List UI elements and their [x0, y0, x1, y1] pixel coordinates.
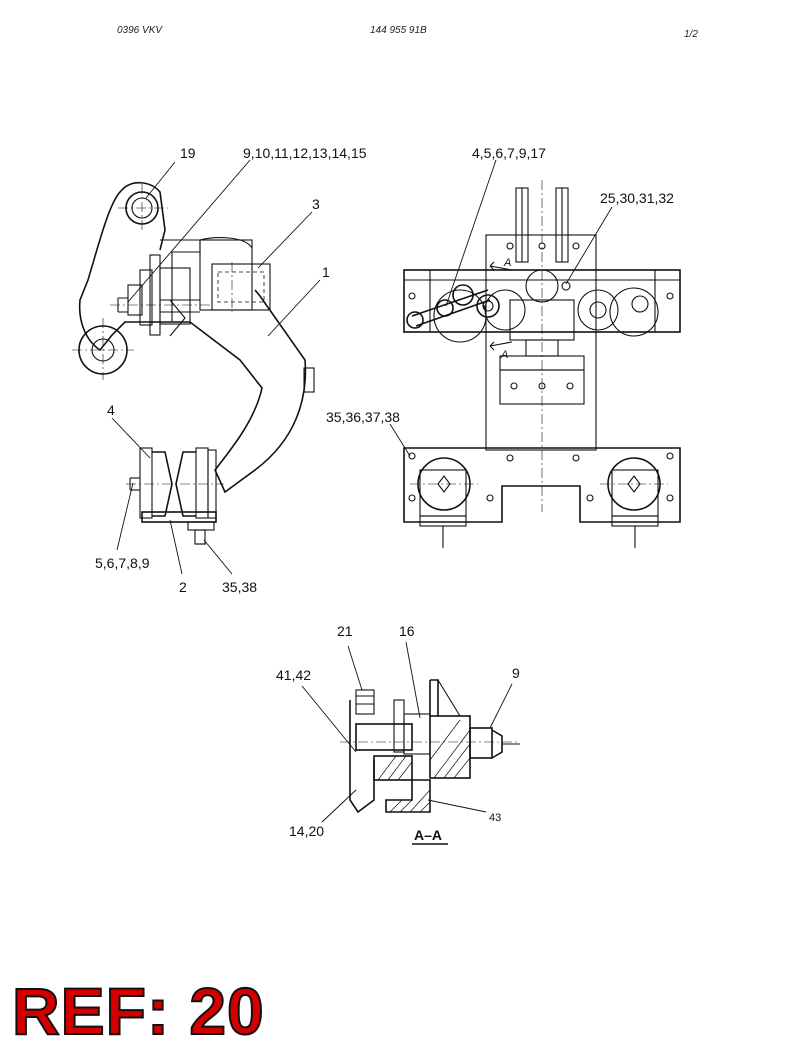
side-view [72, 159, 321, 575]
ref-label: REF: 20 [11, 974, 265, 1048]
callout-43: 43 [489, 812, 501, 824]
callout-21: 21 [337, 623, 353, 639]
front-view [389, 159, 681, 548]
callout-3: 3 [312, 196, 320, 212]
header-part-number: 144 955 91B [370, 25, 427, 36]
callout-14-20: 14,20 [289, 823, 324, 839]
section-marker-a1: A [503, 257, 511, 269]
callout-9-15: 9,10,11,12,13,14,15 [243, 145, 367, 161]
callout-5-9: 5,6,7,8,9 [95, 555, 150, 571]
section-label: A–A [414, 827, 442, 843]
callout-25-32: 25,30,31,32 [600, 190, 674, 206]
callout-19: 19 [180, 145, 196, 161]
callout-labels: 19 9,10,11,12,13,14,15 3 1 4 5,6,7,8,9 2… [95, 145, 674, 843]
header-page-number: 1/2 [684, 29, 698, 40]
callout-41-42: 41,42 [276, 667, 311, 683]
header-doc-code: 0396 VKV [117, 25, 163, 36]
section-a-a [301, 641, 520, 845]
section-marker-a2: A [500, 349, 508, 361]
callout-35-38: 35,38 [222, 579, 257, 595]
callout-4: 4 [107, 402, 115, 418]
callout-4-17: 4,5,6,7,9,17 [472, 145, 546, 161]
callout-2: 2 [179, 579, 187, 595]
callout-9-b: 9 [512, 665, 520, 681]
callout-16: 16 [399, 623, 415, 639]
callout-1: 1 [322, 264, 330, 280]
callout-35-38-b: 35,36,37,38 [326, 409, 400, 425]
